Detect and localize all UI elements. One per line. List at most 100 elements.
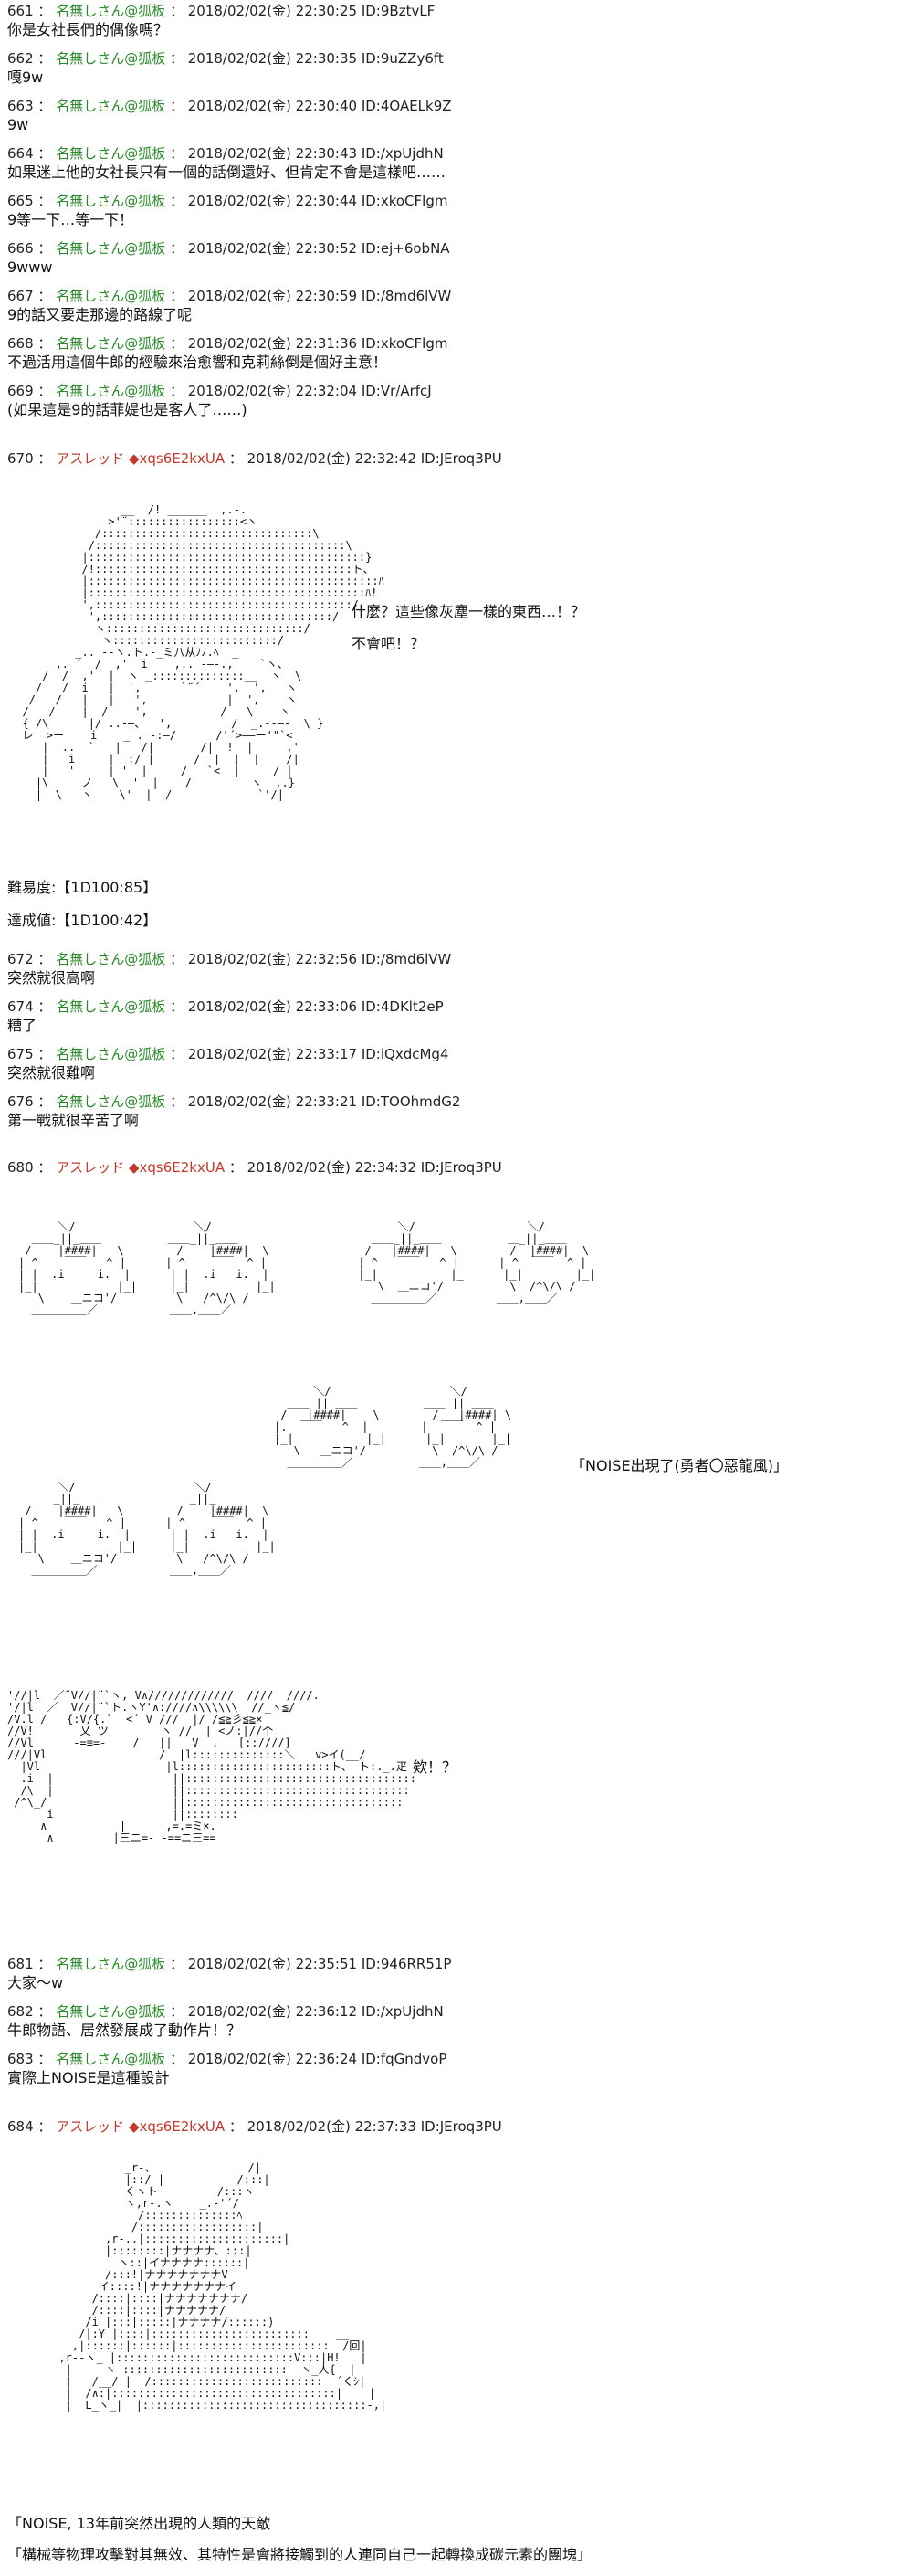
post-header: 681 ： 名無しさん@狐板 ： 2018/02/02(金) 22:35:51 … — [7, 1956, 452, 1972]
poster-name: 名無しさん@狐板 — [56, 2051, 166, 2067]
post-id[interactable]: ID:iQxdcMg4 — [361, 1046, 449, 1062]
post-body: 你是女社長們的偶像嗎？ — [7, 21, 169, 38]
post-id[interactable]: ID:ej+6obNA — [361, 240, 450, 257]
post: 672 ： 名無しさん@狐板 ： 2018/02/02(金) 22:32:56 … — [7, 950, 902, 987]
post-header: 670 ： アスレッド ◆xqs6E2kxUA ： 2018/02/02(金) … — [7, 450, 502, 467]
post-header: 666 ： 名無しさん@狐板 ： 2018/02/02(金) 22:30:52 … — [7, 240, 450, 257]
post-number[interactable]: 667 — [7, 288, 34, 304]
poster-name: アスレッド — [56, 2118, 125, 2135]
post: 680 ： アスレッド ◆xqs6E2kxUA ： 2018/02/02(金) … — [7, 1158, 902, 1177]
speech-line-1: 什麼？這些像灰塵一樣的東西…！？ — [352, 603, 586, 620]
post-id[interactable]: ID:4OAELk9Z — [361, 98, 452, 114]
poster-trip: ◆xqs6E2kxUA — [128, 1159, 226, 1176]
post-header: 664 ： 名無しさん@狐板 ： 2018/02/02(金) 22:30:43 … — [7, 145, 444, 162]
post-body: 不過活用這個牛郎的經驗來治愈響和克莉絲倒是個好主意！ — [7, 354, 388, 371]
post-body: 突然就很難啊 — [7, 1064, 96, 1082]
poster-name: アスレッド — [56, 1159, 125, 1176]
post-id[interactable]: ID:fqGndvoP — [361, 2051, 447, 2067]
post-number[interactable]: 663 — [7, 98, 34, 114]
post-body: 嘎9w — [7, 69, 44, 86]
post-id[interactable]: ID:JEroq3PU — [420, 1159, 502, 1176]
post-number[interactable]: 664 — [7, 145, 34, 162]
post-date: 2018/02/02(金) 22:30:25 — [187, 3, 358, 19]
post-body: 大家～w — [7, 1974, 64, 1991]
achievement-roll: 達成値:【1D100:42】 — [7, 912, 158, 929]
poster-name: 名無しさん@狐板 — [56, 998, 166, 1015]
post-number[interactable]: 683 — [7, 2051, 34, 2067]
post-header: 674 ： 名無しさん@狐板 ： 2018/02/02(金) 22:33:06 … — [7, 998, 444, 1015]
post-body: 第一戰就很辛苦了啊 — [7, 1112, 140, 1129]
post-id[interactable]: ID:/xpUjdhN — [361, 145, 444, 162]
post-id[interactable]: ID:946RR51P — [361, 1956, 452, 1972]
post-id[interactable]: ID:xkoCFlgm — [361, 335, 448, 352]
post-date: 2018/02/02(金) 22:32:56 — [187, 951, 358, 967]
post-date: 2018/02/02(金) 22:37:33 — [247, 2118, 416, 2135]
post: 670 ： アスレッド ◆xqs6E2kxUA ： 2018/02/02(金) … — [7, 449, 902, 468]
post: 668 ： 名無しさん@狐板 ： 2018/02/02(金) 22:31:36 … — [7, 334, 902, 372]
ascii-art-hero: '//|l ／¨V//|¨`ヽ, V∧///////////// //// //… — [7, 1689, 416, 1844]
post-id[interactable]: ID:/xpUjdhN — [361, 2003, 444, 2020]
post: 667 ： 名無しさん@狐板 ： 2018/02/02(金) 22:30:59 … — [7, 287, 902, 324]
post: 669 ： 名無しさん@狐板 ： 2018/02/02(金) 22:32:04 … — [7, 382, 902, 419]
post-body: 糟了 — [7, 1017, 37, 1034]
post-number[interactable]: 675 — [7, 1046, 34, 1062]
post: 674 ： 名無しさん@狐板 ： 2018/02/02(金) 22:33:06 … — [7, 998, 902, 1035]
poster-name: 名無しさん@狐板 — [56, 3, 166, 19]
post-number[interactable]: 668 — [7, 335, 34, 352]
post: 666 ： 名無しさん@狐板 ： 2018/02/02(金) 22:30:52 … — [7, 239, 902, 277]
post-id[interactable]: ID:TOOhmdG2 — [361, 1093, 461, 1110]
post-number[interactable]: 684 — [7, 2118, 34, 2135]
post-id[interactable]: ID:xkoCFlgm — [361, 193, 448, 209]
post-body: 9www — [7, 259, 53, 276]
post-number[interactable]: 670 — [7, 450, 34, 467]
post-id[interactable]: ID:JEroq3PU — [420, 450, 502, 467]
post-number[interactable]: 662 — [7, 50, 34, 67]
ascii-art-armies-row1b: ＼/ ＼/ ＿＿_||_＿＿ ＿_||_＿＿ / |####| \ / |###… — [358, 1220, 596, 1304]
post-id[interactable]: ID:/8md6lVW — [361, 951, 452, 967]
poster-name: 名無しさん@狐板 — [56, 383, 166, 399]
poster-name: 名無しさん@狐板 — [56, 98, 166, 114]
poster-name: 名無しさん@狐板 — [56, 951, 166, 967]
poster-name: 名無しさん@狐板 — [56, 1093, 166, 1110]
poster-trip: ◆xqs6E2kxUA — [128, 2118, 226, 2135]
speech-line-2: 不會吧！？ — [352, 635, 425, 652]
post-number[interactable]: 680 — [7, 1159, 34, 1176]
post-body: 9等一下…等一下！ — [7, 211, 134, 228]
post-date: 2018/02/02(金) 22:30:52 — [187, 240, 358, 257]
post-number[interactable]: 661 — [7, 3, 34, 19]
post-date: 2018/02/02(金) 22:36:24 — [187, 2051, 358, 2067]
post-number[interactable]: 666 — [7, 240, 34, 257]
post-id[interactable]: ID:9uZZy6ft — [361, 50, 444, 67]
huh-exclamation: 欸！？ — [413, 1758, 457, 1776]
poster-name: 名無しさん@狐板 — [56, 335, 166, 352]
poster-name: 名無しさん@狐板 — [56, 1956, 166, 1972]
post-body: 9w — [7, 116, 29, 133]
poster-name: 名無しさん@狐板 — [56, 288, 166, 304]
post-header: 682 ： 名無しさん@狐板 ： 2018/02/02(金) 22:36:12 … — [7, 2003, 444, 2020]
post-id[interactable]: ID:9BztvLF — [361, 3, 436, 19]
post-date: 2018/02/02(金) 22:34:32 — [247, 1159, 416, 1176]
post-id[interactable]: ID:4DKlt2eP — [361, 998, 444, 1015]
post: 676 ： 名無しさん@狐板 ： 2018/02/02(金) 22:33:21 … — [7, 1093, 902, 1130]
post-number[interactable]: 681 — [7, 1956, 34, 1972]
post-id[interactable]: ID:/8md6lVW — [361, 288, 452, 304]
noise-description-2: 「構械等物理攻擊對其無效、其特性是會將接觸到的人連同自己一起轉換成碳元素的團塊」 — [7, 2546, 593, 2563]
post-id[interactable]: ID:JEroq3PU — [420, 2118, 502, 2135]
post-id[interactable]: ID:Vr/ArfcJ — [361, 383, 432, 399]
post-number[interactable]: 665 — [7, 193, 34, 209]
post-header: 683 ： 名無しさん@狐板 ： 2018/02/02(金) 22:36:24 … — [7, 2051, 447, 2067]
ascii-art-armies-row2: ＼/ ＼/ ＿＿_||_＿＿ ＿＿_||_＿＿ / |####| \ / |##… — [274, 1385, 512, 1469]
post-date: 2018/02/02(金) 22:30:59 — [187, 288, 358, 304]
poster-name: 名無しさん@狐板 — [56, 1046, 166, 1062]
poster-name: 名無しさん@狐板 — [56, 50, 166, 67]
post-header: 680 ： アスレッド ◆xqs6E2kxUA ： 2018/02/02(金) … — [7, 1159, 502, 1176]
post-number[interactable]: 682 — [7, 2003, 34, 2020]
post-number[interactable]: 674 — [7, 998, 34, 1015]
post-date: 2018/02/02(金) 22:33:06 — [187, 998, 358, 1015]
post-number[interactable]: 672 — [7, 951, 34, 967]
post-number[interactable]: 669 — [7, 383, 34, 399]
post-header: 663 ： 名無しさん@狐板 ： 2018/02/02(金) 22:30:40 … — [7, 98, 452, 114]
post-number[interactable]: 676 — [7, 1093, 34, 1110]
poster-trip: ◆xqs6E2kxUA — [128, 450, 226, 467]
post-date: 2018/02/02(金) 22:30:43 — [187, 145, 358, 162]
